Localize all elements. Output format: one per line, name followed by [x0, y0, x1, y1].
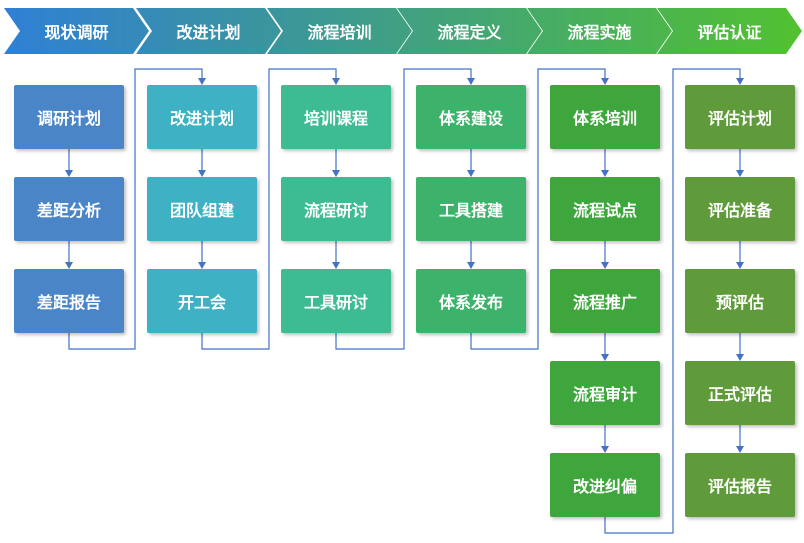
step-label: 流程审计 — [572, 385, 637, 404]
step-box: 评估计划 — [685, 85, 795, 149]
step-label: 调研计划 — [36, 109, 101, 128]
connector-arrow — [335, 68, 475, 350]
step-label: 体系建设 — [438, 109, 503, 128]
step-box: 体系培训 — [550, 85, 660, 149]
step-label: 流程试点 — [572, 201, 637, 220]
step-box: 流程推广 — [550, 269, 660, 333]
step-box: 团队组建 — [147, 177, 257, 241]
step-label: 流程研讨 — [303, 201, 368, 220]
step-box: 开工会 — [147, 269, 257, 333]
step-box: 预评估 — [685, 269, 795, 333]
step-label: 差距报告 — [36, 293, 101, 312]
step-label: 工具搭建 — [438, 201, 503, 220]
step-label: 评估报告 — [707, 477, 772, 496]
step-box: 评估报告 — [685, 453, 795, 517]
step-label: 流程推广 — [572, 293, 637, 312]
step-box: 流程审计 — [550, 361, 660, 425]
step-box: 差距报告 — [14, 269, 124, 333]
phase-label: 改进计划 — [176, 23, 241, 42]
connector-arrow — [201, 68, 340, 350]
step-label: 培训课程 — [303, 109, 368, 128]
phase-chevron — [136, 8, 281, 54]
step-box: 工具搭建 — [416, 177, 526, 241]
step-label: 改进计划 — [169, 109, 234, 128]
step-box: 评估准备 — [685, 177, 795, 241]
phase-chevron — [657, 8, 802, 54]
step-label: 正式评估 — [707, 385, 772, 404]
step-label: 差距分析 — [36, 201, 101, 220]
phase-chevron — [4, 8, 149, 54]
connector-arrow — [68, 68, 206, 350]
step-box: 正式评估 — [685, 361, 795, 425]
step-box: 改进纠偏 — [550, 453, 660, 517]
phase-chevron — [527, 8, 672, 54]
step-box: 差距分析 — [14, 177, 124, 241]
step-label: 团队组建 — [169, 201, 234, 220]
step-label: 体系发布 — [438, 293, 503, 312]
step-label: 改进纠偏 — [572, 477, 637, 496]
step-box: 调研计划 — [14, 85, 124, 149]
step-label: 工具研讨 — [303, 293, 368, 312]
phase-label: 现状调研 — [44, 23, 109, 42]
step-label: 体系培训 — [572, 109, 637, 128]
step-label: 预评估 — [715, 293, 764, 312]
step-label: 评估计划 — [707, 109, 772, 128]
step-label: 开工会 — [177, 293, 226, 312]
connector-arrow — [604, 68, 744, 534]
step-label: 评估准备 — [707, 201, 772, 220]
phase-chevron — [267, 8, 412, 54]
phase-label: 流程定义 — [437, 23, 502, 42]
step-box: 改进计划 — [147, 85, 257, 149]
step-box: 流程研讨 — [281, 177, 391, 241]
phase-label: 流程培训 — [307, 23, 372, 42]
step-box: 工具研讨 — [281, 269, 391, 333]
phase-label: 流程实施 — [567, 23, 632, 42]
phase-chevron — [397, 8, 542, 54]
step-box: 流程试点 — [550, 177, 660, 241]
step-box: 培训课程 — [281, 85, 391, 149]
step-box: 体系发布 — [416, 269, 526, 333]
phase-label: 评估认证 — [697, 23, 762, 42]
step-box: 体系建设 — [416, 85, 526, 149]
connector-arrow — [470, 68, 609, 350]
